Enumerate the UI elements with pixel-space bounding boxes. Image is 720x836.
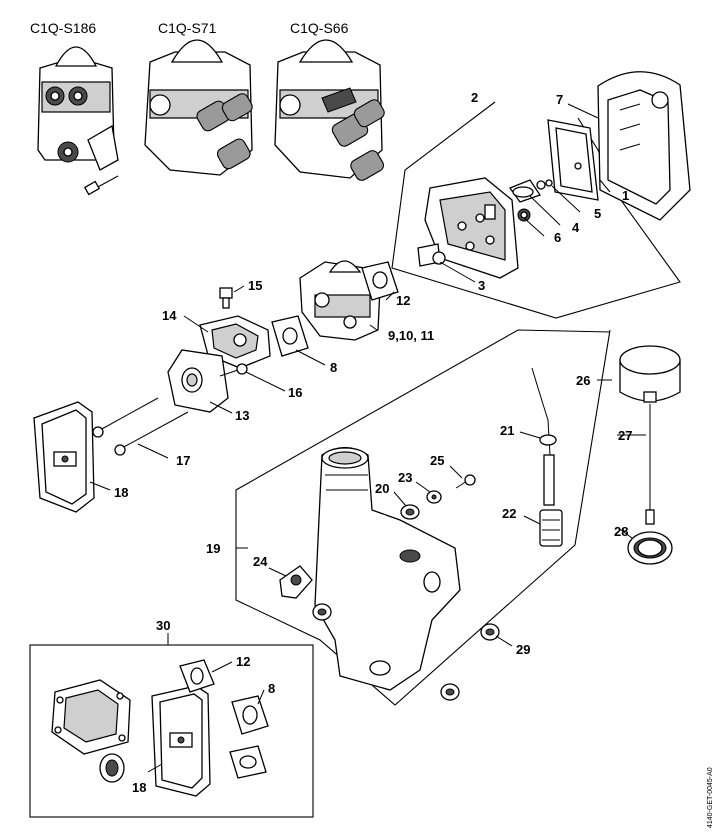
callout-3: 3 [478, 278, 485, 293]
fuel-pickup-body [539, 509, 563, 547]
bracket-24 [279, 565, 313, 599]
carburetor-gasket [361, 261, 399, 301]
kit-gasket-small [229, 745, 267, 779]
gasket-kit-frame [29, 644, 314, 818]
drawing-reference-code: 4140-GET-0045-A0 [707, 767, 714, 828]
grommet-29 [480, 623, 500, 641]
kit-callout-8: 8 [268, 681, 275, 696]
callout-9-10-11: 9,10, 11 [388, 328, 434, 343]
callout-15: 15 [248, 278, 262, 293]
model-label-c1q-s186: C1Q-S186 [30, 20, 96, 36]
kit-gasket-8 [231, 695, 269, 735]
air-filter-base [424, 177, 519, 279]
callout-16: 16 [288, 385, 302, 400]
callout-2: 2 [471, 90, 478, 105]
callout-4: 4 [572, 220, 580, 235]
long-screws-17 [92, 397, 189, 456]
screw-25 [455, 474, 476, 489]
model-label-c1q-s71: C1Q-S71 [158, 20, 217, 36]
fuel-tank-group-frame [235, 329, 611, 706]
air-filter-cover [597, 71, 691, 221]
callout-6: 6 [554, 230, 561, 245]
grommet-tank-left [312, 603, 332, 621]
callout-1: 1 [622, 188, 629, 203]
fuel-cap-26 [619, 345, 681, 403]
carburetor-c1q-s186 [37, 46, 119, 196]
choke-shutter [508, 179, 542, 203]
callout-23: 23 [398, 470, 412, 485]
callout-12: 12 [396, 293, 410, 308]
kit-gasket-large [51, 679, 131, 755]
grommet-tank-bottom [440, 683, 460, 701]
kit-callout-12: 12 [236, 654, 250, 669]
grommet-20 [400, 504, 420, 520]
fuel-tank [314, 446, 461, 691]
callout-17: 17 [176, 453, 190, 468]
carburetor-c1q-s71 [144, 39, 253, 176]
screw-23 [426, 490, 442, 504]
callout-7: 7 [556, 92, 563, 107]
callout-28: 28 [614, 524, 628, 539]
heat-shield-plate [33, 401, 95, 513]
ring-28 [627, 531, 673, 565]
kit-callout-18: 18 [132, 780, 146, 795]
air-filter [547, 119, 599, 201]
model-label-c1q-s66: C1Q-S66 [290, 20, 349, 36]
screw-16 [219, 363, 248, 377]
kit-gasket-12 [179, 659, 215, 693]
fuel-hose-21 [531, 367, 557, 506]
callout-24: 24 [253, 554, 268, 569]
callout-8: 8 [330, 360, 337, 375]
callout-22: 22 [502, 506, 516, 521]
carburetor [299, 260, 381, 341]
callout-27: 27 [618, 428, 632, 443]
callout-18: 18 [114, 485, 128, 500]
screw-15 [219, 287, 233, 309]
callout-29: 29 [516, 642, 530, 657]
callout-20: 20 [375, 481, 389, 496]
air-filter-small-parts [417, 179, 553, 267]
callout-14: 14 [162, 308, 177, 323]
callout-13: 13 [235, 408, 249, 423]
carburetor-c1q-s66 [274, 39, 385, 181]
flange [167, 349, 229, 413]
callout-30: 30 [156, 618, 170, 633]
leader-lines [89, 103, 646, 773]
callout-21: 21 [500, 423, 514, 438]
kit-heat-shield [151, 685, 211, 797]
callout-25: 25 [430, 453, 444, 468]
retainer-27 [645, 404, 655, 525]
callout-5: 5 [594, 206, 601, 221]
callout-19: 19 [206, 541, 220, 556]
callout-26: 26 [576, 373, 590, 388]
intake-gasket [271, 315, 309, 357]
kit-grommet [99, 753, 125, 783]
